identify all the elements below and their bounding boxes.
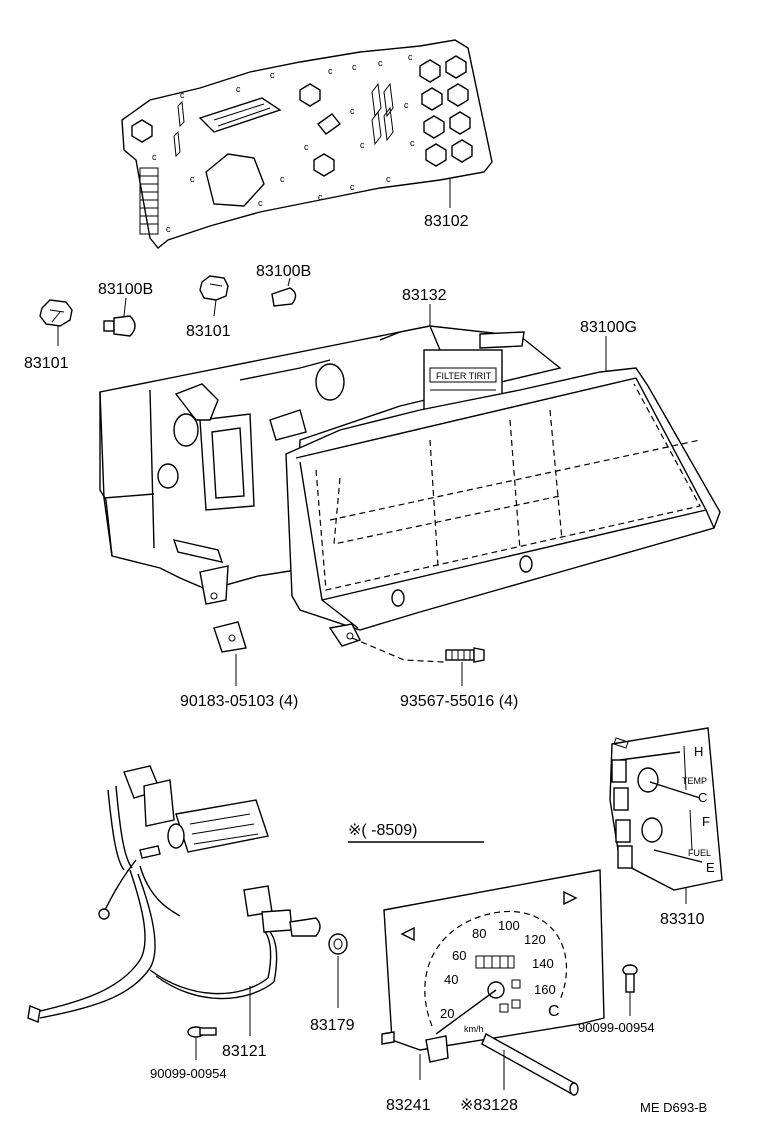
fuel-e-mark: E: [706, 860, 715, 875]
label-90183: 90183-05103 (4): [180, 693, 298, 710]
fuel-label: FUEL: [688, 848, 711, 858]
speed-c-mark: C: [548, 1003, 560, 1020]
label-83241: 83241: [386, 1097, 431, 1114]
label-90099-left: 90099-00954: [150, 1066, 227, 1081]
speedometer-shaft: [481, 1033, 579, 1096]
wiring-harness: [27, 765, 321, 1023]
label-83101-middle: 83101: [186, 323, 231, 340]
svg-text:c: c: [318, 192, 323, 202]
label-83101-left: 83101: [24, 355, 69, 372]
fuel-f-mark: F: [702, 814, 710, 829]
svg-text:c: c: [328, 66, 333, 76]
speed-tick-140: 140: [532, 956, 554, 971]
speed-unit: km/h: [464, 1024, 484, 1034]
fuel-temp-gauge: H TEMP C F FUEL E: [609, 727, 723, 891]
label-83179: 83179: [310, 1017, 355, 1034]
svg-text:c: c: [410, 138, 415, 148]
label-83128: ※83128: [460, 1097, 518, 1114]
screw-93567: [445, 647, 485, 663]
svg-text:c: c: [350, 106, 355, 116]
cluster-lens-cover: [285, 367, 721, 647]
svg-text:c: c: [152, 152, 157, 162]
bulb-middle: [271, 287, 297, 307]
filter-panel-text: FILTER TIRIT: [436, 371, 492, 381]
svg-text:c: c: [190, 174, 195, 184]
label-90099-right: 90099-00954: [578, 1020, 655, 1035]
bulb-socket-left: [39, 299, 73, 327]
clip-90183: [213, 621, 247, 653]
diagram-reference-code: ME D693-B: [640, 1100, 707, 1115]
svg-text:c: c: [236, 84, 241, 94]
temp-c-mark: C: [698, 790, 707, 805]
svg-text:c: c: [180, 90, 185, 100]
label-93567: 93567-55016 (4): [400, 693, 518, 710]
label-83132: 83132: [402, 287, 447, 304]
temp-label: TEMP: [682, 776, 707, 786]
temp-h-mark: H: [694, 744, 703, 759]
label-83310: 83310: [660, 911, 705, 928]
speed-tick-160: 160: [534, 982, 556, 997]
bulb-socket-middle: [199, 275, 229, 301]
grommet-83179: [328, 933, 348, 955]
speed-tick-120: 120: [524, 932, 546, 947]
speed-tick-100: 100: [498, 918, 520, 933]
label-83121: 83121: [222, 1043, 267, 1060]
svg-text:c: c: [408, 52, 413, 62]
svg-text:c: c: [166, 224, 171, 234]
svg-text:c: c: [360, 140, 365, 150]
speed-tick-20: 20: [440, 1006, 454, 1021]
speedometer: 20 40 60 80 100 120 140 160 km/h C: [381, 869, 605, 1063]
svg-text:c: c: [280, 174, 285, 184]
note-text: ※( -8509): [348, 822, 417, 839]
speed-tick-40: 40: [444, 972, 458, 987]
label-83100g: 83100G: [580, 319, 637, 336]
svg-text:c: c: [304, 142, 309, 152]
screw-90099-right: [622, 964, 638, 993]
speed-tick-60: 60: [452, 948, 466, 963]
svg-text:c: c: [378, 58, 383, 68]
speed-tick-80: 80: [472, 926, 486, 941]
bulb-left: [103, 315, 136, 337]
label-83102: 83102: [424, 213, 469, 230]
screw-90099-left: [187, 1026, 217, 1038]
svg-text:c: c: [352, 62, 357, 72]
svg-text:c: c: [270, 70, 275, 80]
svg-text:c: c: [350, 182, 355, 192]
label-83100b-right: 83100B: [256, 263, 311, 280]
svg-text:c: c: [386, 174, 391, 184]
printed-circuit-plate: c c c c c c c c c c c c c c c c c c c c: [121, 39, 493, 249]
svg-text:c: c: [404, 100, 409, 110]
label-83100b-left: 83100B: [98, 281, 153, 298]
svg-text:c: c: [258, 198, 263, 208]
